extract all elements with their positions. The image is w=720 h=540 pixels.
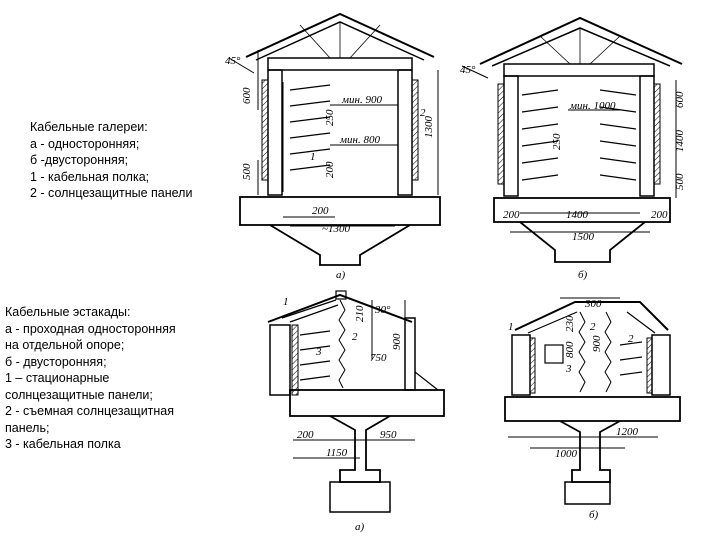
dimension-label: 200 <box>324 161 336 178</box>
dimension-label: 1400 <box>566 209 589 221</box>
dimension-label: 900 <box>391 333 403 350</box>
gallery-b-drawing <box>461 16 683 263</box>
angle-label: 45° <box>225 55 241 67</box>
dimension-label: 500 <box>241 163 253 180</box>
dimension-label: 600 <box>674 91 686 108</box>
gallery-b-labels: 45° мин. 1000 250 600 1400 500 200 1400 … <box>460 64 686 281</box>
caption-line: а - односторонняя; <box>30 136 140 151</box>
dimension-label: 950 <box>380 429 397 441</box>
caption-line: б - двусторонняя; <box>5 354 107 369</box>
trestle-b-drawing <box>504 297 681 505</box>
callout-label: 2 <box>420 107 426 119</box>
callout-label: 3 <box>565 363 572 375</box>
caption-line: 1 – стационарные <box>5 371 110 385</box>
dimension-label: ~1300 <box>322 223 350 235</box>
gallery-a-labels: 45° 600 500 250 200 1300 мин. 900 мин. 8… <box>225 55 435 281</box>
callout-label: 1 <box>508 321 514 333</box>
dimension-label: 1500 <box>572 231 595 243</box>
figure-letter: а) <box>336 269 346 281</box>
figure-letter: б) <box>578 269 588 281</box>
dimension-label: 1200 <box>616 426 639 438</box>
dimension-label: мин. 900 <box>341 94 382 106</box>
dimension-label: 500 <box>674 173 686 190</box>
trestle-a-labels: 1 30° 210 900 2 3 750 200 950 1150 а) <box>283 296 403 533</box>
dimension-label: мин. 800 <box>339 134 380 146</box>
caption-line: а - проходная односторонняя <box>5 321 176 336</box>
dimension-label: 230 <box>564 315 576 332</box>
figure-letter: а) <box>355 521 365 533</box>
dimension-label: 800 <box>564 341 576 358</box>
caption-line: Кабельные эстакады: <box>5 305 131 319</box>
caption-line: 2 - съемная солнцезащитная <box>5 404 175 418</box>
dimension-label: 600 <box>241 87 253 104</box>
callout-label: 1 <box>310 151 316 163</box>
caption-line: 2 - солнцезащитные панели <box>30 186 193 200</box>
dimension-label: 1150 <box>326 447 348 459</box>
callout-label: 2 <box>590 321 596 333</box>
dimension-label: мин. 1000 <box>569 100 616 112</box>
dimension-label: 200 <box>651 209 668 221</box>
caption-line: 1 - кабельная полка; <box>30 169 150 184</box>
dimension-label: 200 <box>297 429 314 441</box>
callout-label: 2 <box>628 333 634 345</box>
caption-line: на отдельной опоре; <box>5 338 125 352</box>
caption-line: б -двусторонняя; <box>30 153 129 167</box>
dimension-label: 1000 <box>555 448 578 460</box>
trestle-b-labels: 300 230 800 900 1 2 2 3 1200 1000 б) <box>508 298 639 521</box>
dimension-label: 1400 <box>674 130 686 153</box>
dimension-label: 250 <box>324 109 336 126</box>
caption-line: 3 - кабельная полка <box>5 437 121 451</box>
caption-line: солнцезащитные панели; <box>5 387 153 402</box>
trestle-a-drawing <box>267 290 445 513</box>
dimension-label: 250 <box>551 133 563 150</box>
figure-letter: б) <box>589 509 599 521</box>
dimension-label: 210 <box>354 305 366 322</box>
angle-label: 30° <box>374 304 391 316</box>
caption-line: Кабельные галереи: <box>30 120 148 134</box>
callout-label: 1 <box>283 296 289 308</box>
callout-label: 3 <box>315 346 322 358</box>
dimension-label: 200 <box>312 205 329 217</box>
gallery-a-drawing <box>228 12 441 266</box>
caption-line: панель; <box>5 420 50 435</box>
dimension-label: 900 <box>591 335 603 352</box>
dimension-label: 200 <box>503 209 520 221</box>
dimension-label: 300 <box>584 298 602 310</box>
trestles-caption: Кабельные эстакады: а - проходная одност… <box>5 304 176 453</box>
dimension-label: 1300 <box>423 116 435 139</box>
angle-label: 45° <box>460 64 476 76</box>
callout-label: 2 <box>352 331 358 343</box>
galleries-caption: Кабельные галереи: а - односторонняя; б … <box>30 119 192 202</box>
dimension-label: 750 <box>370 352 387 364</box>
